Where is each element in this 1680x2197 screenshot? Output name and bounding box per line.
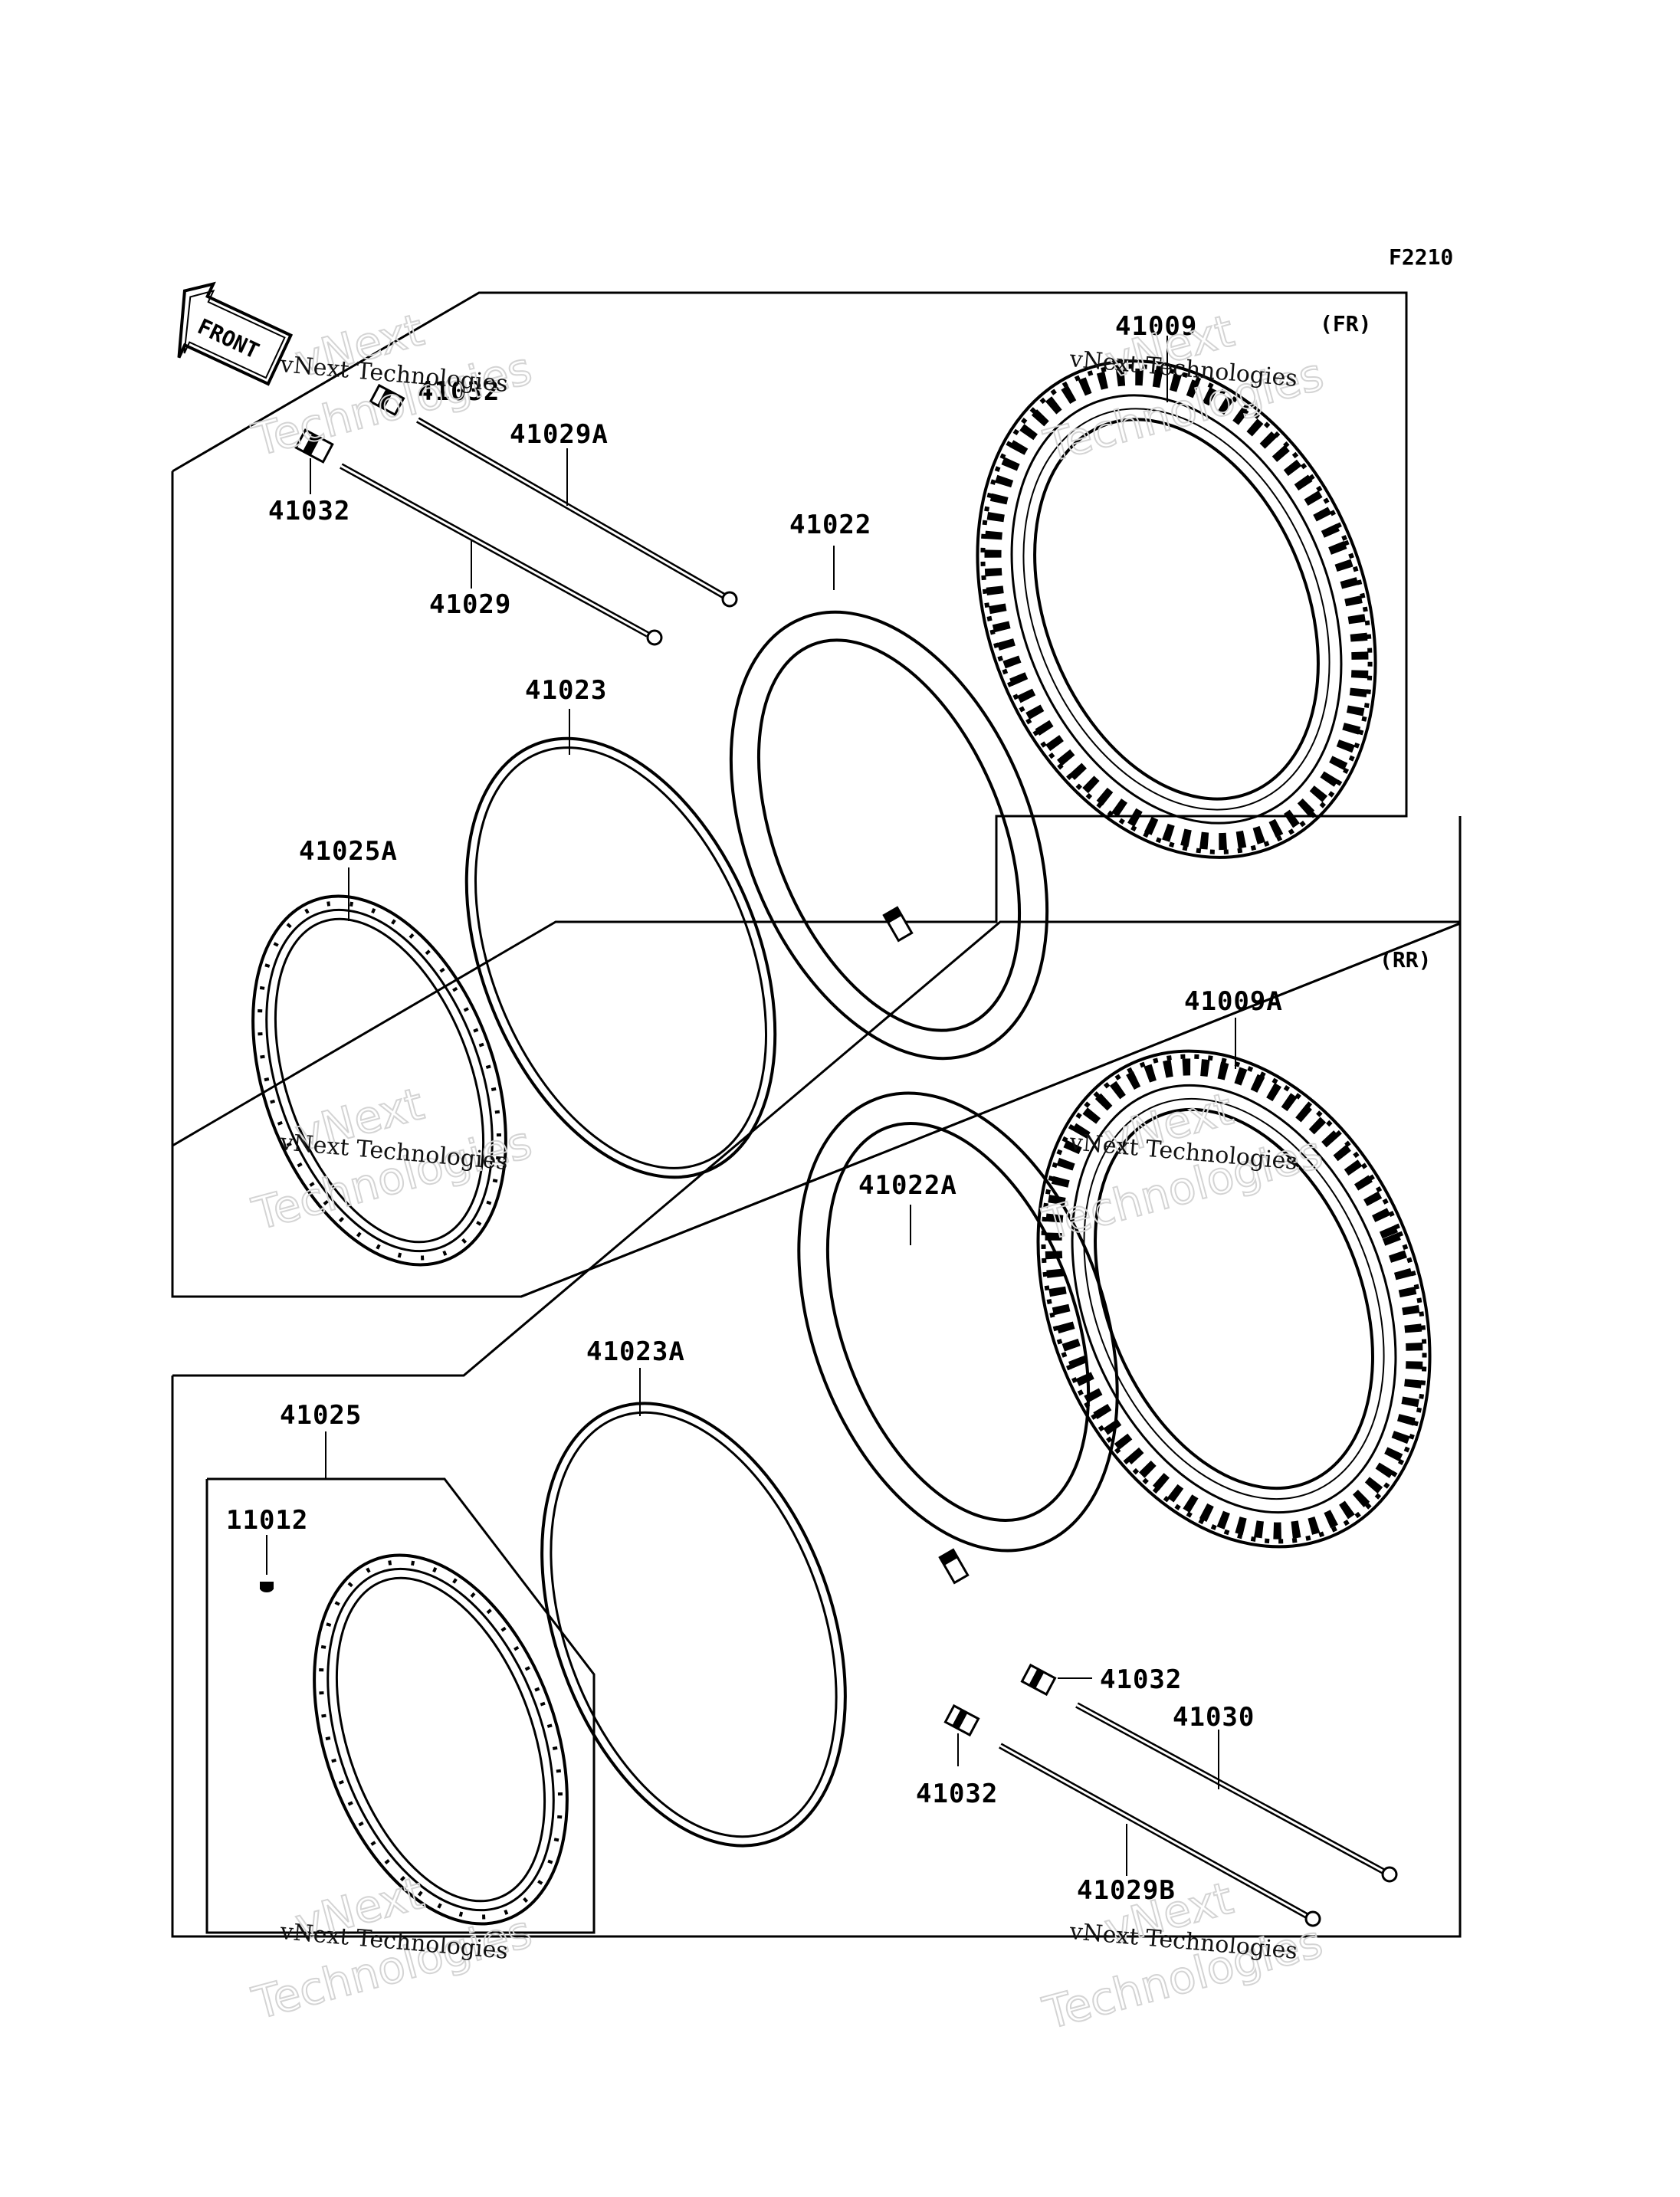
rear-valve-cap-upper <box>1020 1663 1057 1697</box>
front-tube-valve <box>882 906 914 943</box>
part-label-rear-tire: 41009A <box>1184 986 1283 1017</box>
rear-rim-band <box>540 1402 847 1848</box>
figure-code: F2210 <box>1389 244 1453 270</box>
part-label-rear-valve-cap-upper: 41032 <box>1100 1664 1182 1695</box>
part-label-rear-rim-band: 41023A <box>586 1336 685 1367</box>
part-label-rear-tube: 41022A <box>858 1170 957 1201</box>
part-label-front-tube: 41022 <box>789 510 871 540</box>
rear-rim-plug <box>260 1582 274 1592</box>
front-section-label: (FR) <box>1320 311 1371 336</box>
part-label-front-tire: 41009 <box>1115 311 1197 342</box>
rear-section-frame <box>171 920 1462 1938</box>
part-label-rear-rim: 41025 <box>280 1400 362 1431</box>
part-label-front-rim-band: 41023 <box>525 675 607 706</box>
rear-spoke-b <box>999 1743 1321 1927</box>
part-label-front-valve-cap: 41032 <box>268 496 350 526</box>
part-label-rear-rim-plug: 11012 <box>226 1505 308 1536</box>
rear-section-label: (RR) <box>1380 947 1431 972</box>
part-label-rear-spoke-b: 41029B <box>1077 1875 1176 1906</box>
front-valve-cap <box>294 428 334 464</box>
front-tube <box>729 610 1049 1061</box>
rear-tire <box>1036 1049 1432 1549</box>
part-label-front-valve-cap-top: 41032 <box>418 376 500 407</box>
rear-tube <box>797 1091 1119 1553</box>
front-valve-cap-top <box>369 383 405 417</box>
front-direction-arrow: FRONT <box>177 281 294 386</box>
rear-valve-cap-lower <box>943 1703 980 1737</box>
front-spoke <box>340 463 663 646</box>
part-label-rear-spoke-a: 41030 <box>1173 1702 1255 1733</box>
rear-rim-subbox <box>205 1477 596 1934</box>
part-label-front-spoke: 41029 <box>429 589 511 620</box>
front-section-border <box>172 816 1462 1298</box>
part-label-front-spoke-a: 41029A <box>510 419 609 450</box>
front-spoke-a <box>416 417 738 608</box>
rear-tube-valve <box>938 1548 970 1585</box>
rear-spoke-a <box>1075 1702 1398 1883</box>
part-label-rear-valve-cap-lower: 41032 <box>916 1779 998 1809</box>
front-rim <box>251 894 507 1267</box>
front-rim-band <box>464 736 777 1179</box>
part-label-front-rim: 41025A <box>299 836 398 867</box>
